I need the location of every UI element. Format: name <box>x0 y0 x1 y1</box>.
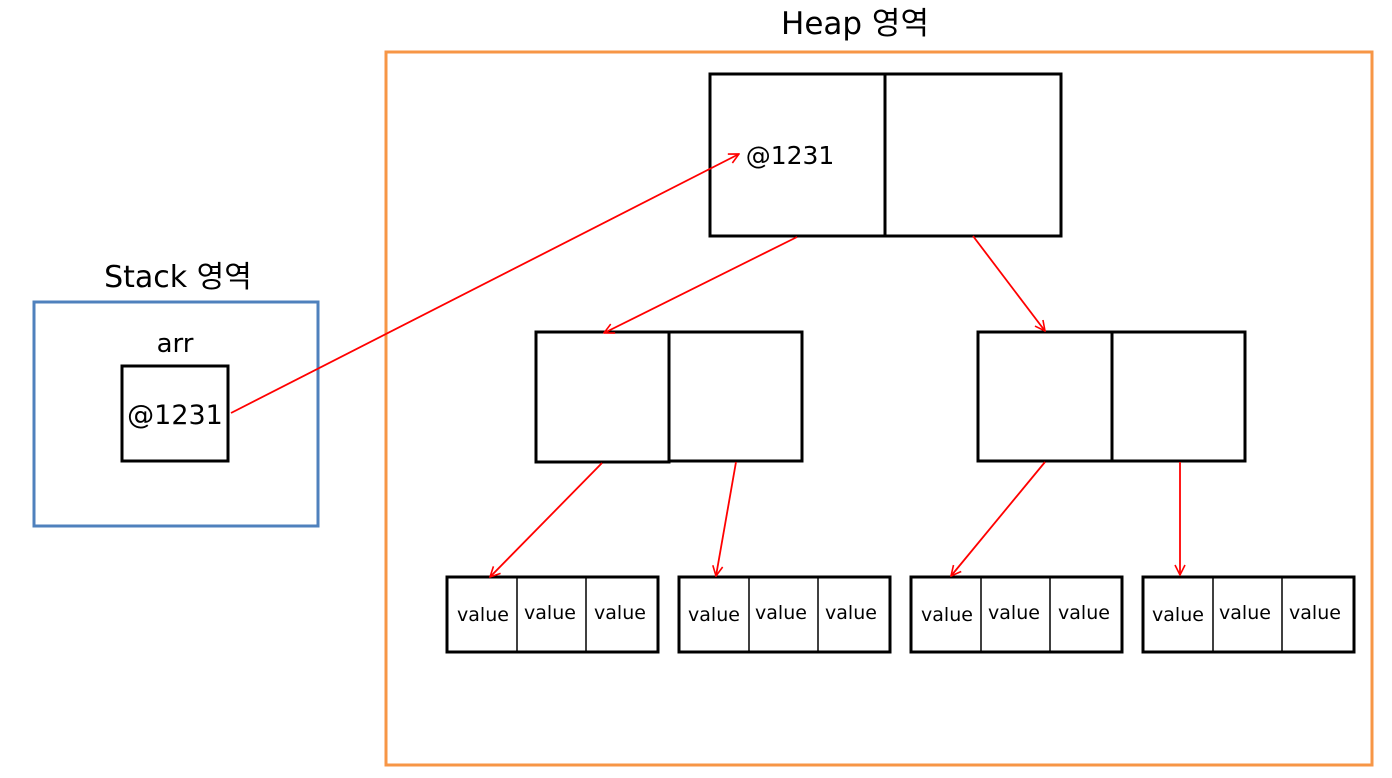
root-address-label: @1231 <box>746 141 835 170</box>
value-label: value <box>1152 604 1204 626</box>
value-label: value <box>1289 602 1341 624</box>
arrow-root-to-left <box>604 236 798 333</box>
heap-level2-array-left <box>534 330 804 464</box>
value-label: value <box>457 604 509 626</box>
leaf-array-2-frame <box>677 575 892 654</box>
stack-variable-value: @1231 <box>127 400 223 431</box>
arrow-stack-to-root <box>230 154 739 414</box>
value-label: value <box>688 604 740 626</box>
value-label: value <box>755 602 807 624</box>
stack-region-border <box>32 300 320 528</box>
heap-title: Heap 영역 <box>781 6 929 42</box>
stack-variable-box <box>120 364 230 463</box>
value-label: value <box>1058 602 1110 624</box>
heap-root-array: @1231 <box>708 72 1063 238</box>
value-label: value <box>825 602 877 624</box>
level2-right-cell-0 <box>976 330 1114 463</box>
value-label: value <box>988 602 1040 624</box>
level2-left-cell-0 <box>534 330 671 464</box>
leaf-array-1: value value value <box>445 575 660 654</box>
value-label: value <box>1219 602 1271 624</box>
arrow-left-to-leaf-2 <box>716 461 737 576</box>
leaf-array-3: value value value <box>909 575 1124 654</box>
leaf-array-4-frame <box>1141 575 1356 654</box>
leaf-array-1-frame <box>445 575 660 654</box>
heap-level2-array-right <box>976 330 1247 463</box>
arrow-left-to-leaf-1 <box>490 462 603 577</box>
root-cell-1 <box>883 72 1063 238</box>
leaf-array-3-frame <box>909 575 1124 654</box>
arrow-root-to-right <box>972 235 1045 331</box>
leaf-array-2: value value value <box>677 575 892 654</box>
value-label: value <box>524 602 576 624</box>
leaf-array-4: value value value <box>1141 575 1356 654</box>
value-label: value <box>921 604 973 626</box>
heap-region-border <box>384 50 1374 767</box>
stack-variable-name: arr <box>157 329 194 359</box>
stack-title: Stack 영역 <box>104 260 252 295</box>
reference-arrows <box>230 154 1180 577</box>
level2-right-cell-1 <box>1110 330 1247 463</box>
level2-left-cell-1 <box>667 330 804 463</box>
arrow-right-to-leaf-3 <box>951 461 1046 576</box>
value-label: value <box>594 602 646 624</box>
